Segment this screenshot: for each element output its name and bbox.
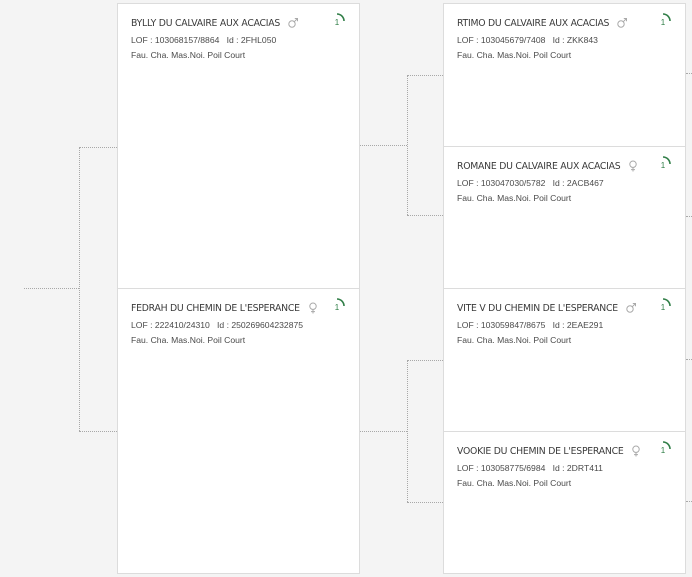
traits-line: Fau. Cha. Mas.Noi. Poil Court: [131, 50, 246, 60]
connector-to-dam-sire: [407, 360, 443, 361]
dog-name[interactable]: RTIMO DU CALVAIRE AUX ACACIAS: [457, 17, 610, 29]
registration-line: LOF : 103045679/7408 Id : ZKK843: [457, 35, 598, 45]
pedigree-card-sire-sire[interactable]: RTIMO DU CALVAIRE AUX ACACIAS LOF : 1030…: [443, 3, 686, 147]
pedigree-card-dam-sire[interactable]: VITE V DU CHEMIN DE L'ESPERANCE LOF : 10…: [443, 288, 686, 432]
connector-to-dam: [79, 431, 117, 432]
svg-text:1: 1: [661, 446, 666, 455]
male-icon: [626, 303, 636, 313]
svg-text:1: 1: [335, 303, 340, 312]
registration-line: LOF : 103058775/6984 Id : 2DRT411: [457, 463, 603, 473]
male-icon: [288, 18, 299, 28]
generation-badge-icon: 1: [335, 13, 345, 27]
traits-line: Fau. Cha. Mas.Noi. Poil Court: [131, 335, 246, 345]
svg-text:1: 1: [661, 161, 666, 170]
connector-root: [24, 288, 79, 289]
pedigree-card-dam-dam[interactable]: VOOKIE DU CHEMIN DE L'ESPERANCE LOF : 10…: [443, 431, 686, 574]
dog-name[interactable]: FEDRAH DU CHEMIN DE L'ESPERANCE: [131, 302, 300, 314]
female-icon: [309, 302, 317, 314]
generation-badge-icon: 1: [661, 298, 671, 312]
registration-line: LOF : 222410/24310 Id : 250269604232875: [131, 320, 304, 330]
generation-badge-icon: 1: [661, 13, 671, 27]
female-icon: [629, 160, 638, 172]
svg-text:1: 1: [335, 18, 340, 27]
connector-next-1: [686, 73, 692, 74]
generation-badge-icon: 1: [335, 298, 345, 312]
svg-text:1: 1: [661, 18, 666, 27]
connector-to-sire: [79, 147, 117, 148]
connector-dam-vertical: [407, 360, 408, 502]
connector-next-3: [686, 359, 692, 360]
registration-line: LOF : 103068157/8864 Id : 2FHL050: [131, 35, 277, 45]
svg-text:1: 1: [661, 303, 666, 312]
dog-name[interactable]: VITE V DU CHEMIN DE L'ESPERANCE: [457, 302, 618, 314]
registration-line: LOF : 103059847/8675 Id : 2EAE291: [457, 320, 604, 330]
traits-line: Fau. Cha. Mas.Noi. Poil Court: [457, 478, 572, 488]
pedigree-card-sire[interactable]: BYLLY DU CALVAIRE AUX ACACIAS LOF : 1030…: [117, 3, 360, 289]
male-icon: [617, 18, 628, 28]
connector-next-4: [686, 501, 692, 502]
dog-name[interactable]: ROMANE DU CALVAIRE AUX ACACIAS: [457, 160, 621, 172]
connector-to-dam-dam: [407, 502, 443, 503]
traits-line: Fau. Cha. Mas.Noi. Poil Court: [457, 50, 572, 60]
connector-sire-out: [360, 145, 407, 146]
generation-badge-icon: 1: [661, 441, 671, 455]
female-icon: [632, 445, 641, 457]
dog-name[interactable]: VOOKIE DU CHEMIN DE L'ESPERANCE: [457, 445, 624, 457]
connector-sire-vertical: [407, 75, 408, 215]
pedigree-card-dam[interactable]: FEDRAH DU CHEMIN DE L'ESPERANCE LOF : 22…: [117, 288, 360, 574]
connector-root-vertical: [79, 147, 80, 431]
connector-dam-out: [360, 431, 407, 432]
pedigree-card-sire-dam[interactable]: ROMANE DU CALVAIRE AUX ACACIAS LOF : 103…: [443, 146, 686, 289]
registration-line: LOF : 103047030/5782 Id : 2ACB467: [457, 178, 604, 188]
connector-to-sire-dam: [407, 215, 443, 216]
traits-line: Fau. Cha. Mas.Noi. Poil Court: [457, 335, 572, 345]
dog-name[interactable]: BYLLY DU CALVAIRE AUX ACACIAS: [131, 17, 281, 29]
connector-to-sire-sire: [407, 75, 443, 76]
traits-line: Fau. Cha. Mas.Noi. Poil Court: [457, 193, 572, 203]
connector-next-2: [686, 216, 692, 217]
generation-badge-icon: 1: [661, 156, 671, 170]
